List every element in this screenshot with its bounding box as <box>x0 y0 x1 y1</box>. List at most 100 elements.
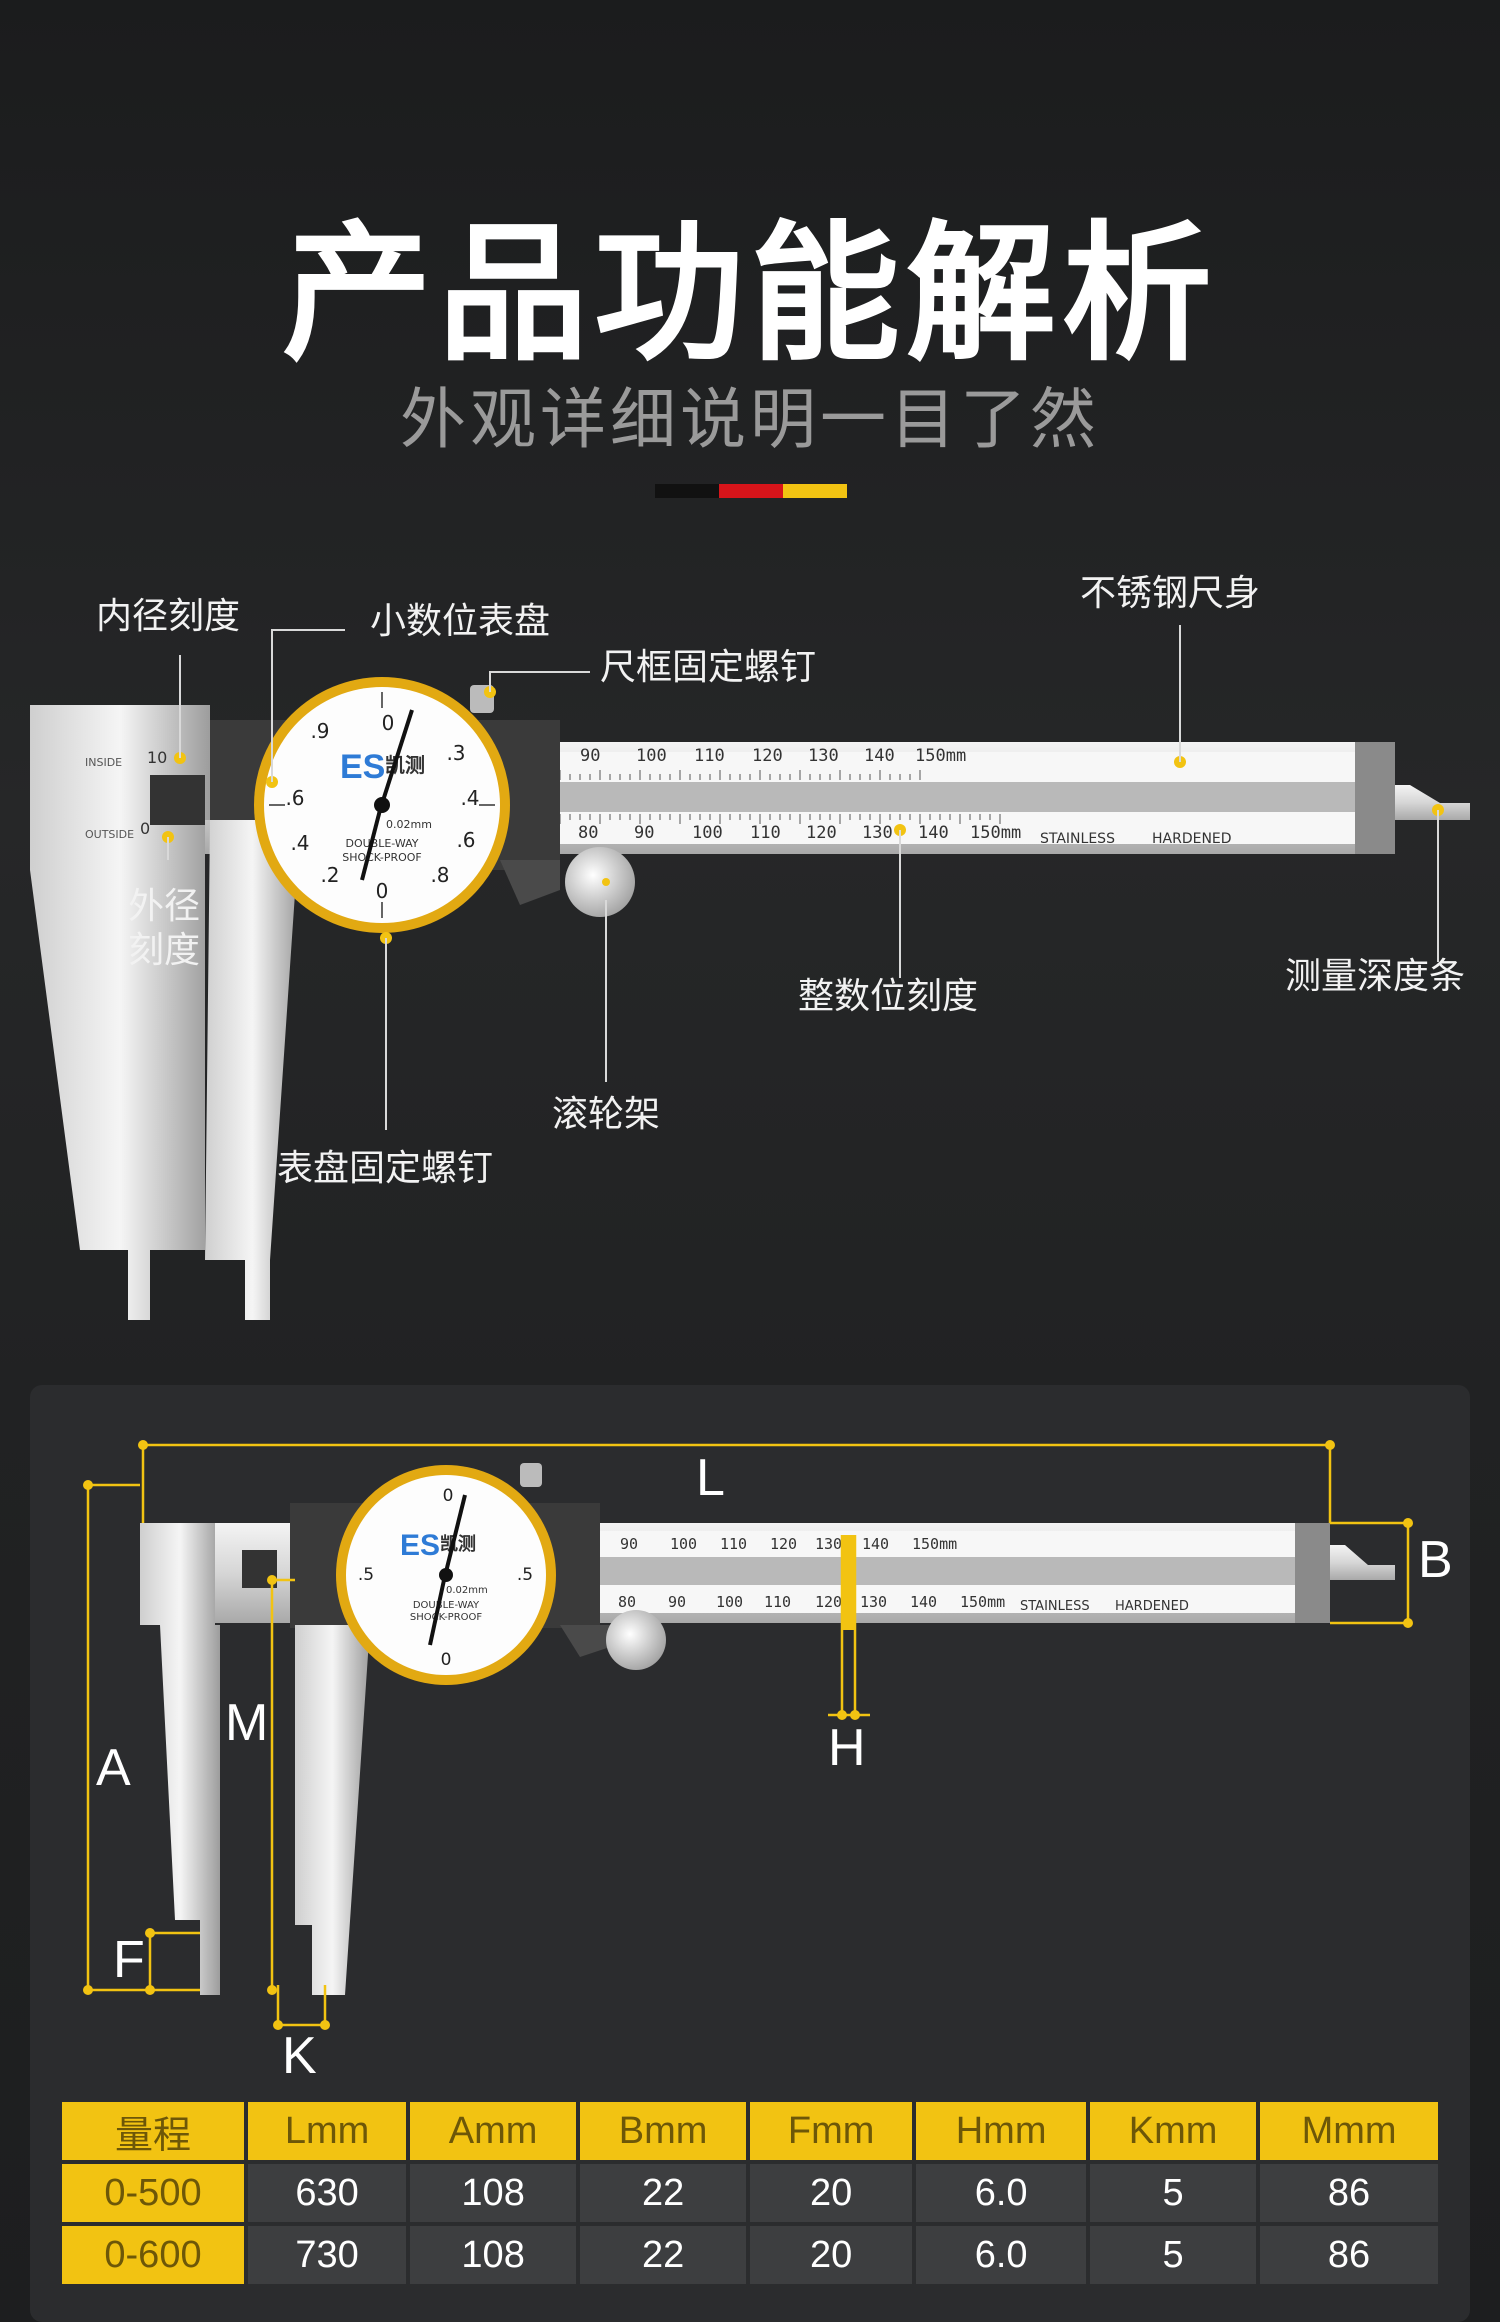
spec-cell: 86 <box>1260 2164 1438 2222</box>
engrave-hardened: HARDENED <box>1152 831 1232 847</box>
caliper-illustration-top: 90 100 110 120 130 140 150mm 80 90 100 1… <box>30 625 1470 1320</box>
upper-scale-label: 110 <box>694 746 725 766</box>
upper-scale-label: 150mm <box>915 746 966 766</box>
lower-scale-label: 80 <box>618 1593 636 1611</box>
jaw-inside-label: INSIDE <box>85 756 122 769</box>
upper-scale-label: 140 <box>864 746 895 766</box>
lower-scale-label: 140 <box>918 823 949 843</box>
spec-table: 量程 Lmm Amm Bmm Fmm Hmm Kmm Mmm 0-500 630… <box>58 2098 1442 2288</box>
dim-label-F: F <box>113 1931 145 1989</box>
lower-scale-label: 100 <box>692 823 723 843</box>
dial-number: .4 <box>460 786 479 810</box>
table-row: 0-500 630 108 22 20 6.0 5 86 <box>62 2164 1438 2222</box>
dial-number: .9 <box>310 719 329 743</box>
engrave-hardened: HARDENED <box>1115 1599 1189 1614</box>
dial-resolution: 0.02mm <box>446 1585 488 1596</box>
callout-stainless-body: 不锈钢尺身 <box>1080 573 1261 614</box>
lower-scale-label: 110 <box>764 1593 791 1611</box>
page-title: 产品功能解析 <box>281 208 1218 382</box>
lower-scale-label: 120 <box>806 823 837 843</box>
upper-scale-label: 150mm <box>912 1535 957 1553</box>
spec-cell: 20 <box>750 2226 913 2284</box>
dim-label-K: K <box>282 2027 317 2085</box>
dial-line1: DOUBLE-WAY <box>413 1600 480 1611</box>
lower-scale-label: 80 <box>578 823 598 843</box>
spec-cell: 22 <box>580 2226 747 2284</box>
lower-scale-label: 120 <box>815 1593 842 1611</box>
spec-header-K: Kmm <box>1090 2102 1257 2160</box>
flag-stripe-black <box>655 484 719 498</box>
dim-label-H: H <box>828 1719 866 1777</box>
spec-cell: 108 <box>410 2226 577 2284</box>
jaw-outside-value: 0 <box>140 819 150 838</box>
dial-number: 0 <box>441 1650 452 1670</box>
spec-cell: 6.0 <box>916 2164 1087 2222</box>
dial-number: .5 <box>358 1565 374 1585</box>
dial-line2: SHOCK-PROOF <box>410 1612 483 1623</box>
callout-integer-scale: 整数位刻度 <box>798 976 979 1017</box>
lower-scale-label: 130 <box>860 1593 887 1611</box>
caliper-illustration-dimensions: 90 100 110 120 130 140 150mm 80 90 100 1… <box>83 1440 1413 2030</box>
spec-cell: 108 <box>410 2164 577 2222</box>
upper-scale-label: 110 <box>720 1535 747 1553</box>
flag-stripe-red <box>719 484 783 498</box>
spec-header-L: Lmm <box>248 2102 407 2160</box>
dial-number: .8 <box>430 863 449 887</box>
dial-number: .6 <box>285 786 304 810</box>
upper-scale-label: 100 <box>636 746 667 766</box>
spec-cell: 630 <box>248 2164 407 2222</box>
dial-line1: DOUBLE-WAY <box>346 837 419 850</box>
jaw-outside-label: OUTSIDE <box>85 828 134 841</box>
spec-header-F: Fmm <box>750 2102 913 2160</box>
dim-label-B: B <box>1418 1531 1453 1589</box>
spec-header-H: Hmm <box>916 2102 1087 2160</box>
callout-depth-bar: 测量深度条 <box>1285 956 1466 997</box>
upper-scale-label: 90 <box>580 746 600 766</box>
callout-dial-screw: 表盘固定螺钉 <box>277 1148 494 1189</box>
lower-scale-label: 100 <box>716 1593 743 1611</box>
dial-number: 0 <box>382 711 395 735</box>
dial-line2: SHOCK-PROOF <box>342 851 422 864</box>
spec-cell: 730 <box>248 2226 407 2284</box>
dial-number: .3 <box>446 741 465 765</box>
dial-number: 0 <box>376 879 389 903</box>
lower-scale-label: 90 <box>668 1593 686 1611</box>
callout-outer-scale: 外径 刻度 <box>128 886 201 971</box>
upper-scale-label: 140 <box>862 1535 889 1553</box>
lower-scale-label: 150mm <box>960 1593 1005 1611</box>
dial-number: .4 <box>290 831 309 855</box>
spec-cell: 6.0 <box>916 2226 1087 2284</box>
dim-label-M: M <box>225 1694 269 1752</box>
dial-resolution: 0.02mm <box>386 818 432 831</box>
callout-roller-frame: 滚轮架 <box>552 1094 661 1135</box>
spec-cell: 22 <box>580 2164 747 2222</box>
upper-scale-label: 130 <box>808 746 839 766</box>
dial-brand-cn: 凯测 <box>440 1533 476 1555</box>
dim-label-L: L <box>696 1449 725 1507</box>
upper-scale-label: 120 <box>770 1535 797 1553</box>
upper-scale-label: 90 <box>620 1535 638 1553</box>
upper-scale-label: 120 <box>752 746 783 766</box>
spec-cell: 20 <box>750 2164 913 2222</box>
spec-header-A: Amm <box>410 2102 577 2160</box>
lower-scale-label: 150mm <box>970 823 1021 843</box>
spec-cell: 5 <box>1090 2226 1257 2284</box>
upper-scale-label: 130 <box>815 1535 842 1553</box>
callout-frame-screw: 尺框固定螺钉 <box>600 647 817 688</box>
table-row: 0-600 730 108 22 20 6.0 5 86 <box>62 2226 1438 2284</box>
engrave-stainless: STAINLESS <box>1020 1599 1090 1614</box>
dial-number: .5 <box>517 1565 533 1585</box>
dial-number: .2 <box>320 863 339 887</box>
lower-scale-label: 140 <box>910 1593 937 1611</box>
dial-number: 0 <box>443 1486 454 1506</box>
callout-decimal-dial: 小数位表盘 <box>370 601 551 642</box>
spec-header-M: Mmm <box>1260 2102 1438 2160</box>
spec-header-row: 量程 Lmm Amm Bmm Fmm Hmm Kmm Mmm <box>62 2102 1438 2160</box>
dial-brand-logo: ES <box>340 748 385 786</box>
dial-number: .6 <box>456 828 475 852</box>
dim-label-A: A <box>96 1739 131 1797</box>
spec-header-B: Bmm <box>580 2102 747 2160</box>
callout-inner-scale: 内径刻度 <box>96 596 241 637</box>
spec-cell: 0-600 <box>62 2226 244 2284</box>
spec-header-range: 量程 <box>62 2102 244 2160</box>
